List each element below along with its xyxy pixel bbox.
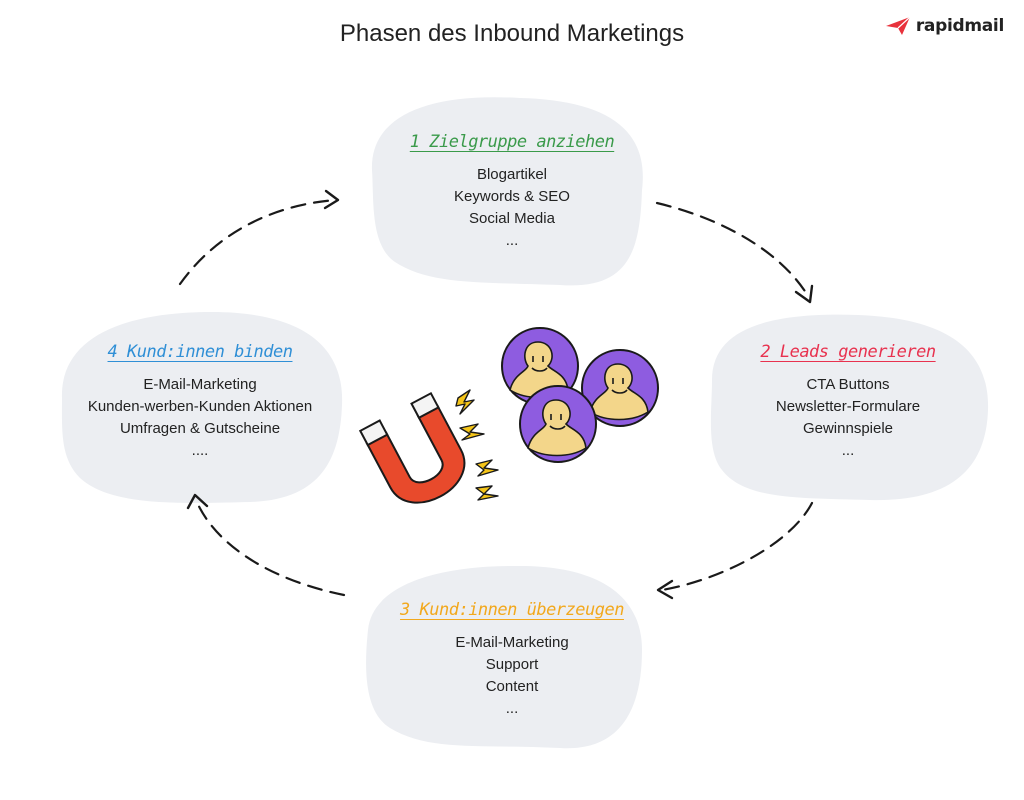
phase-4: 4 Kund:innen binden E-Mail-Marketing Kun… bbox=[60, 342, 340, 462]
phase-1-title: 1 Zielgruppe anziehen bbox=[409, 132, 615, 152]
phase2-blob bbox=[710, 314, 989, 501]
phase-2-item: CTA Buttons bbox=[806, 376, 890, 393]
phase-1-item: Keywords & SEO bbox=[454, 188, 570, 205]
arrow-1-to-2 bbox=[655, 201, 810, 298]
phase-2-item: Newsletter-Formulare bbox=[775, 398, 921, 415]
arrowhead-4-to-1 bbox=[323, 189, 340, 210]
phase-4-item: Kunden-werben-Kunden Aktionen bbox=[87, 398, 313, 415]
logo-text: rapidmail bbox=[915, 16, 1004, 36]
phase-3-title: 3 Kund:innen überzeugen bbox=[400, 600, 624, 620]
phase3-blob bbox=[366, 565, 642, 749]
page-title: Phasen des Inbound Marketings bbox=[339, 20, 685, 47]
phase4-blob bbox=[61, 312, 343, 503]
phase-3: 3 Kund:innen überzeugen E-Mail-Marketing… bbox=[372, 600, 652, 720]
magnet-icon bbox=[358, 391, 466, 504]
phase-4-item: .... bbox=[191, 442, 209, 459]
lightning-icon bbox=[455, 389, 499, 501]
phase-1-item: ... bbox=[505, 232, 519, 249]
phase-2-item: Gewinnspiele bbox=[802, 420, 894, 437]
arrow-4-to-1 bbox=[178, 198, 338, 286]
phase-4-item: Umfragen & Gutscheine bbox=[119, 420, 281, 437]
arrow-3-to-4 bbox=[194, 498, 346, 597]
phase-2-title: 2 Leads generieren bbox=[760, 342, 936, 362]
people-icon bbox=[501, 327, 659, 463]
arrow-2-to-3 bbox=[660, 501, 814, 592]
brand-logo: rapidmail bbox=[885, 16, 1004, 36]
phase-4-item: E-Mail-Marketing bbox=[143, 376, 257, 393]
phase-3-item: ... bbox=[505, 700, 519, 717]
phase-1-item: Social Media bbox=[469, 210, 555, 227]
phase-1: 1 Zielgruppe anziehen Blogartikel Keywor… bbox=[372, 132, 652, 252]
phase-1-item: Blogartikel bbox=[476, 166, 548, 183]
phase-3-item: E-Mail-Marketing bbox=[455, 634, 569, 651]
phase-4-title: 4 Kund:innen binden bbox=[107, 342, 293, 362]
arrowhead-1-to-2 bbox=[794, 284, 814, 304]
paper-plane-icon bbox=[885, 17, 910, 35]
phase-3-item: Content bbox=[485, 678, 539, 695]
phase-2: 2 Leads generieren CTA Buttons Newslette… bbox=[708, 342, 988, 462]
phase1-blob bbox=[371, 97, 643, 286]
arrowhead-2-to-3 bbox=[656, 579, 674, 600]
phase-2-item: ... bbox=[841, 442, 855, 459]
arrowhead-3-to-4 bbox=[186, 493, 209, 510]
phase-3-item: Support bbox=[485, 656, 539, 673]
